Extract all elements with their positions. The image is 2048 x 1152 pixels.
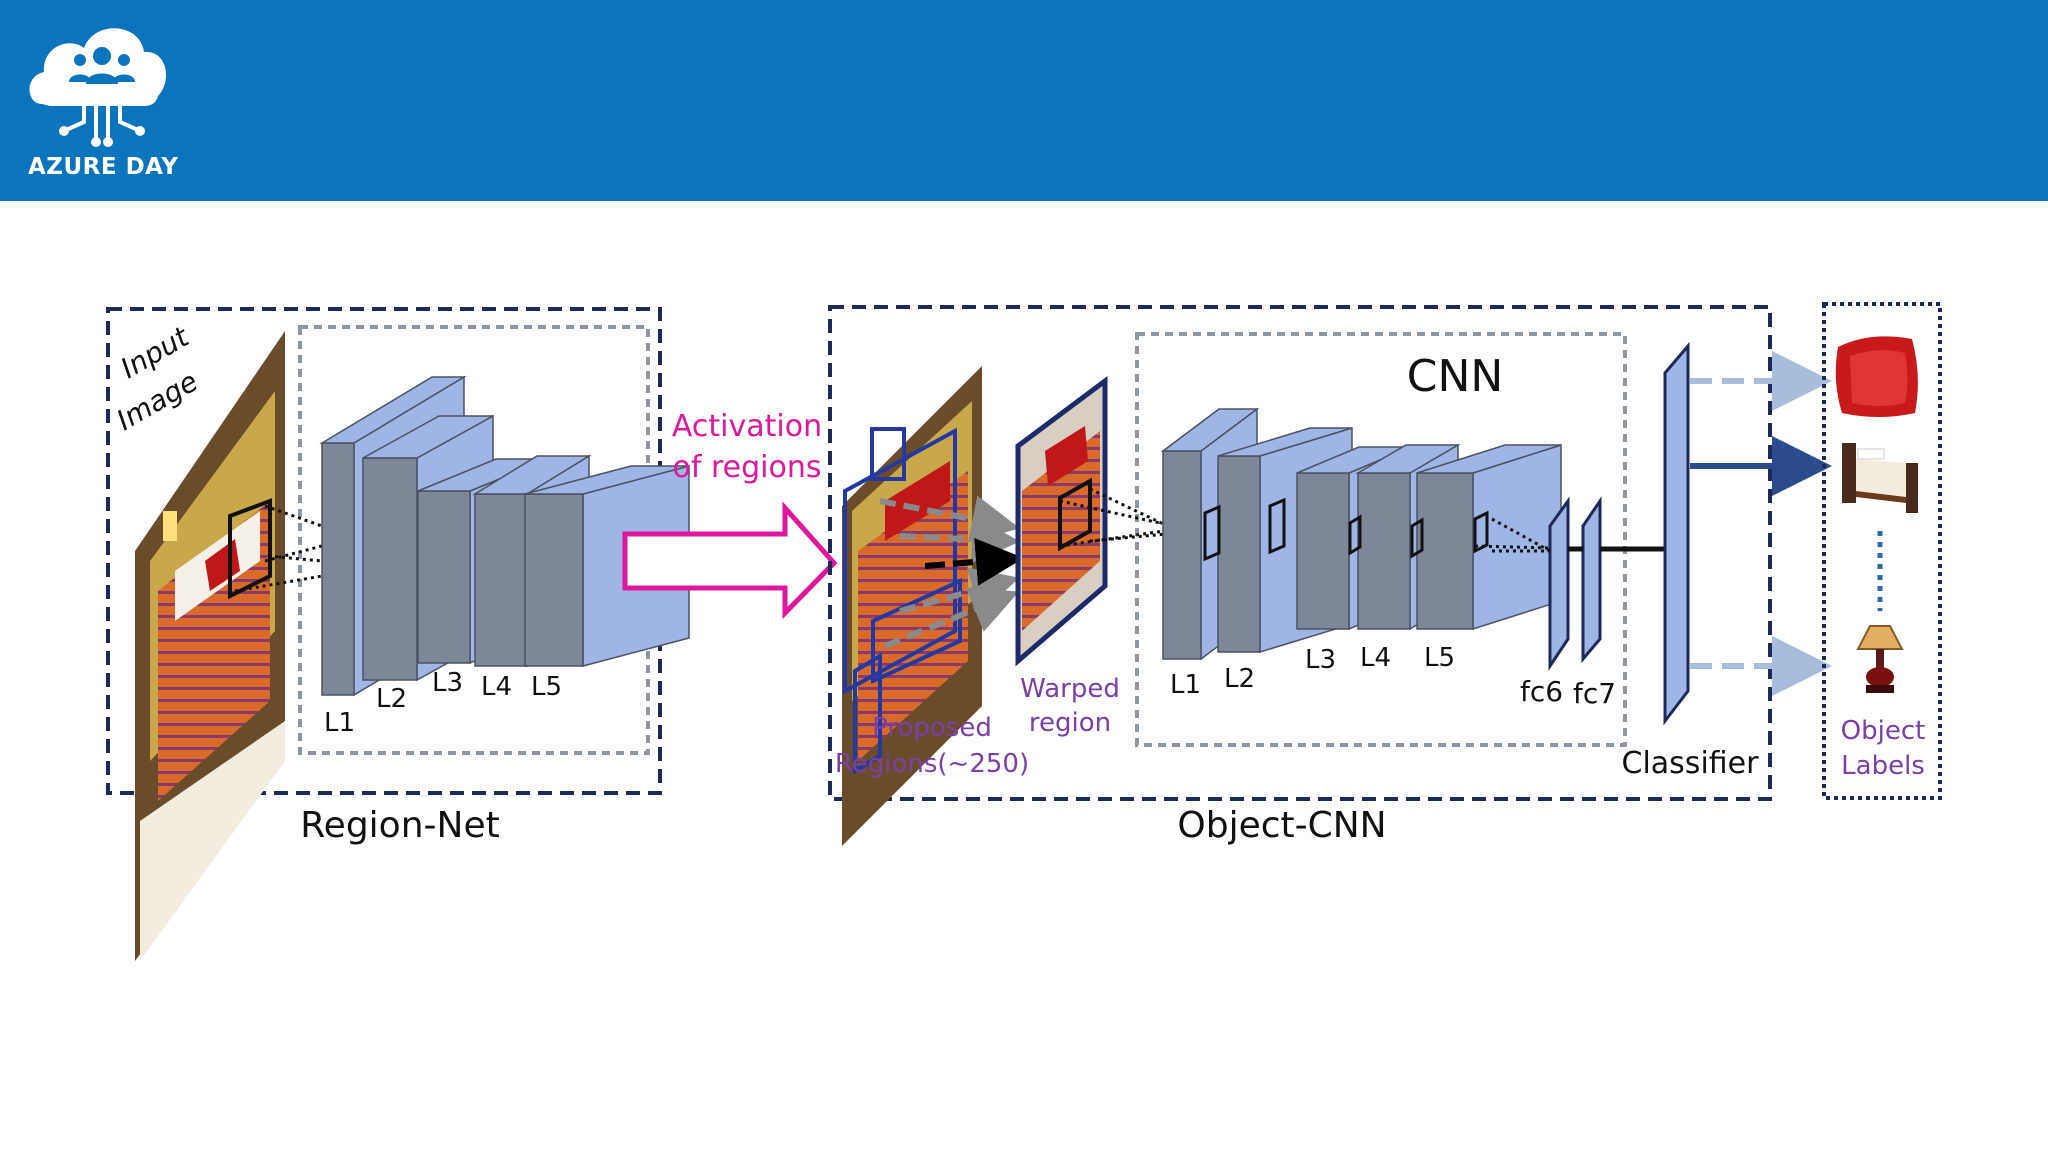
cnn-title: CNN	[1407, 351, 1504, 402]
header-bar: AZURE DAY	[0, 0, 2048, 201]
object-labels-label-2: Labels	[1841, 751, 1925, 781]
warped-region-label-2: region	[1029, 708, 1111, 738]
region-net-layer-label: L3	[432, 668, 463, 698]
region-net-layer-label: L5	[531, 672, 562, 702]
classifier-layer	[1663, 341, 1690, 726]
activation-label-1: Activation	[672, 409, 822, 444]
region-net-layer-label: L4	[481, 672, 512, 702]
cnn-layer-label: L1	[1170, 670, 1201, 700]
kernel-window	[1203, 504, 1221, 562]
kernel-window	[1348, 514, 1362, 556]
object-cnn-title: Object-CNN	[1177, 805, 1386, 846]
cnn-layer-label: L2	[1224, 664, 1255, 694]
fc7-label: fc7	[1573, 677, 1616, 710]
cnn-inner-box	[1135, 332, 1627, 747]
activation-label-2: of regions	[673, 450, 822, 485]
cnn-layer-block	[1416, 443, 1562, 631]
rcnn-architecture-diagram: Input Image L1 L2 L3 L4 L5 Region-Net Ac…	[106, 302, 1942, 961]
proposed-regions-label-1: Proposed	[872, 713, 992, 743]
region-net-layer-label: L2	[376, 684, 407, 714]
cnn-layer-label: L5	[1424, 643, 1455, 673]
warped-region-image	[1015, 376, 1108, 667]
input-image	[135, 331, 285, 961]
cnn-layer-label: L4	[1360, 643, 1391, 673]
brand-name: AZURE DAY	[28, 154, 179, 180]
object-labels-label-1: Object	[1841, 716, 1926, 746]
warped-region-label-1: Warped	[1020, 674, 1120, 704]
red-pillow-icon	[1835, 336, 1918, 417]
fc6-label: fc6	[1520, 675, 1563, 708]
region-net-layers	[319, 375, 690, 697]
classifier-label: Classifier	[1622, 746, 1760, 781]
kernel-window	[1473, 510, 1489, 554]
proposed-regions-label-2: Regions(~250)	[835, 749, 1029, 779]
cnn-layers	[1160, 407, 1562, 661]
region-net-layer-label: L1	[324, 708, 355, 738]
cloud-people-circuit-icon	[29, 28, 167, 147]
activation-arrow	[622, 501, 838, 620]
fc-layers	[1548, 496, 1602, 671]
object-labels-box	[1822, 302, 1942, 800]
lamp-icon	[1856, 625, 1904, 693]
region-net-title: Region-Net	[300, 805, 499, 846]
kernel-window	[1410, 517, 1424, 559]
object-cnn-box	[828, 305, 1772, 801]
bed-icon	[1842, 443, 1918, 513]
kernel-window	[1268, 497, 1286, 555]
cnn-layer-label: L3	[1305, 645, 1336, 675]
